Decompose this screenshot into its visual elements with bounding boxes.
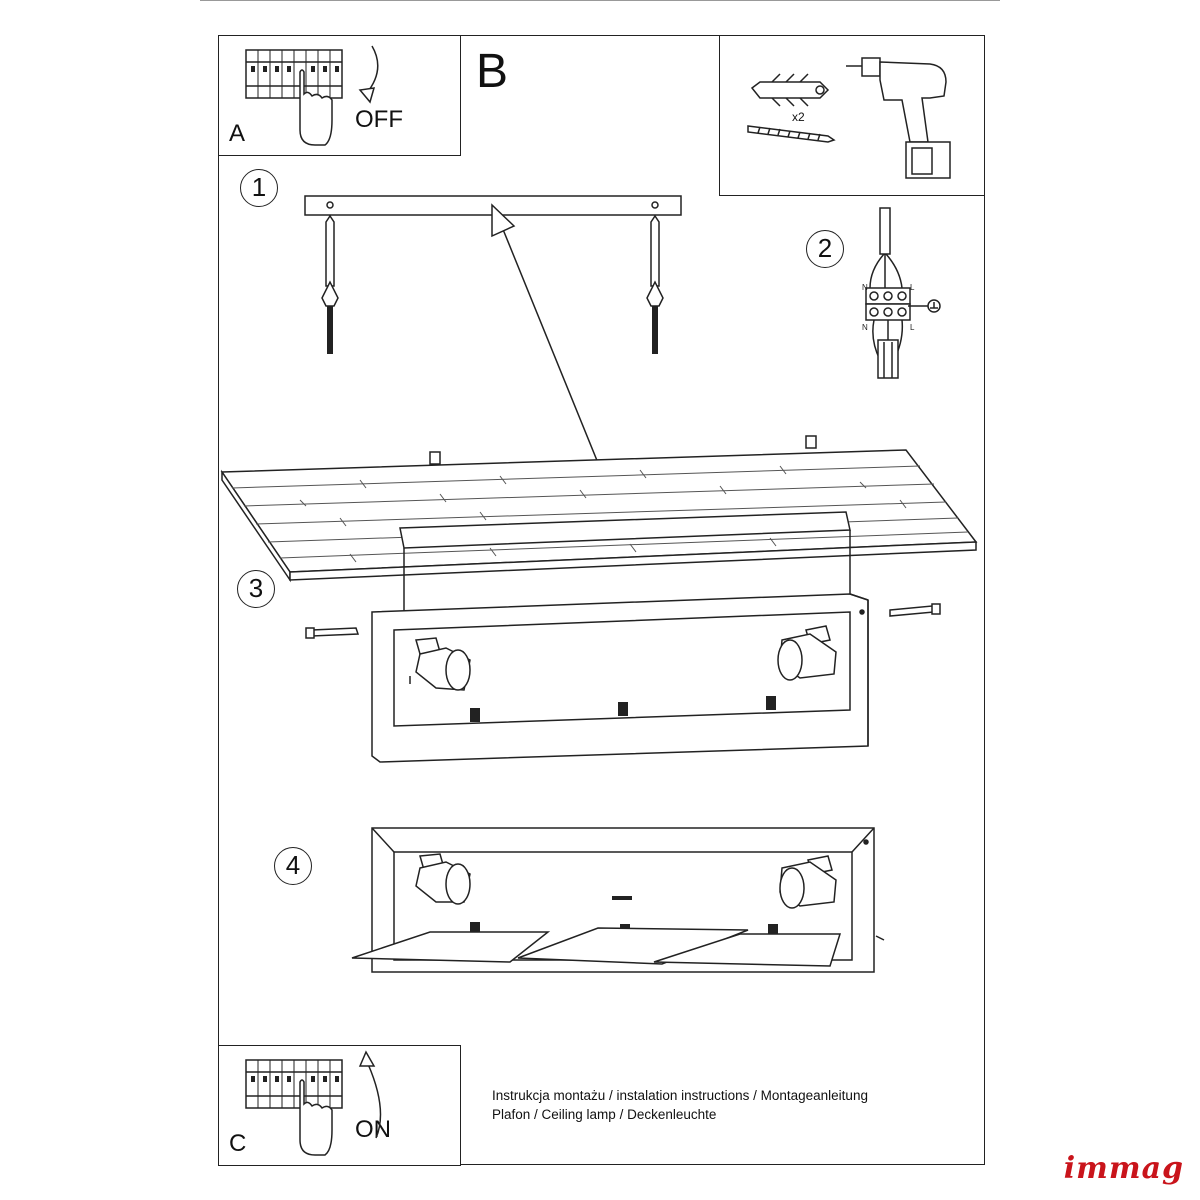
panel-a-letter: A	[229, 120, 246, 147]
breaker-panel-icon	[245, 1059, 343, 1109]
breaker-panel-icon	[245, 49, 343, 99]
anchor-screw-right	[646, 214, 664, 354]
section-letter-b: B	[476, 45, 509, 98]
spotlight-left	[415, 853, 471, 905]
top-rule	[200, 0, 1000, 1]
step-2-badge: 2	[806, 230, 844, 268]
anchor-screw-left	[321, 214, 339, 354]
tools-quantity: x2	[792, 110, 805, 124]
leader-arrowhead	[491, 203, 516, 238]
brand-logo: immag	[1063, 1151, 1184, 1186]
panel-a-state: OFF	[355, 106, 403, 133]
step-4-badge: 4	[274, 847, 312, 885]
ceiling-slab	[220, 449, 978, 583]
ground-icon	[927, 299, 941, 313]
spotlight-right	[777, 625, 837, 681]
wire-label-n-bottom: N	[862, 323, 868, 332]
hand-icon	[299, 69, 333, 146]
lamp-frame-step3	[371, 593, 869, 763]
wire-label-l-top: L	[910, 283, 915, 292]
diffuser-panels	[351, 927, 842, 967]
side-screw-left	[305, 627, 360, 639]
wiring-connector	[865, 207, 928, 379]
wall-plug-icon	[750, 73, 830, 107]
panel-c-state: ON	[355, 1116, 391, 1143]
side-screw-right	[889, 603, 941, 617]
turn-on-arrow	[367, 1063, 382, 1139]
caption-line-1: Instrukcja montażu / instalation instruc…	[492, 1088, 868, 1103]
hand-icon	[299, 1079, 333, 1156]
instruction-sheet	[218, 35, 985, 1165]
spotlight-right	[779, 855, 837, 909]
turn-off-arrow	[365, 45, 379, 95]
panel-c-letter: C	[229, 1130, 247, 1157]
caption-line-2: Plafon / Ceiling lamp / Deckenleuchte	[492, 1107, 717, 1122]
step-1-badge: 1	[240, 169, 278, 207]
screw-icon	[747, 125, 836, 143]
wire-label-l-bottom: L	[910, 323, 915, 332]
step-3-badge: 3	[237, 570, 275, 608]
wire-label-n-top: N	[862, 283, 868, 292]
spotlight-left	[409, 637, 471, 691]
drill-icon	[846, 57, 951, 179]
